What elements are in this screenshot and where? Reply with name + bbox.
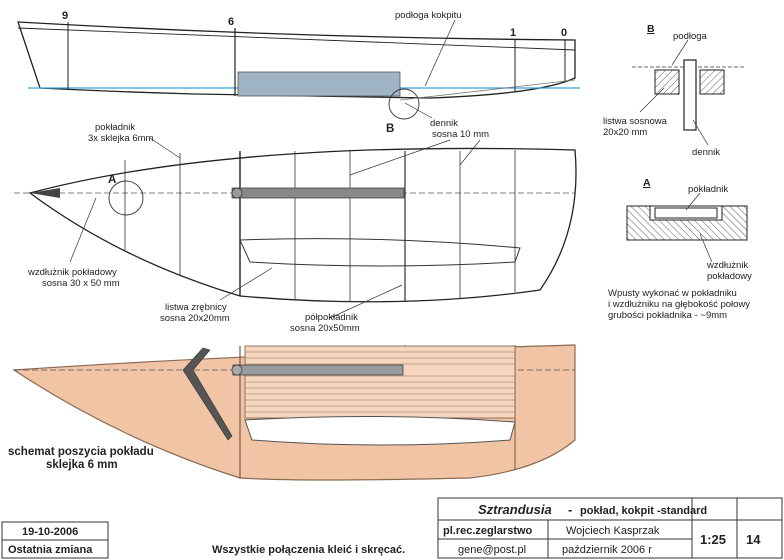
author-name: Wojciech Kasprzak [566, 525, 660, 537]
plan-view: A pokładnik 3x sklejka 6mm dennik sosna … [14, 102, 577, 334]
plating-caption-1: schemat poszycia pokładu [8, 446, 154, 458]
cockpit-slats [244, 345, 516, 419]
main-title-box [437, 497, 783, 559]
cockpit-box [237, 71, 401, 97]
cockpit-opening [244, 415, 516, 446]
label-detail-b: B [386, 123, 394, 135]
plating-view: schemat poszycia pokładu sklejka 6 mm [8, 344, 576, 481]
bow-cap [30, 188, 60, 198]
detail-a-note-1: Wpusty wykonać w pokładniku [608, 288, 737, 299]
change-date: 19-10-2006 [22, 526, 78, 538]
detail-a-label-deck-beam: pokładnik [688, 184, 728, 195]
detail-b: B podłoga listwa sosnowa 20x20 mm dennik [603, 23, 745, 158]
detail-a-note-3: grubości pokładnika - ~9mm [608, 310, 727, 321]
detail-b-label-floor: podłoga [673, 31, 708, 42]
label-deck-beam-1: pokładnik [95, 122, 135, 133]
label-stringer-2: sosna 30 x 50 mm [42, 278, 120, 289]
leader-batten-b [639, 87, 665, 113]
change-label: Ostatnia zmiana [8, 544, 93, 556]
scale-value: 1:25 [700, 532, 726, 547]
detail-b-floor-beam [683, 59, 697, 131]
frame-number-1: 1 [510, 27, 516, 39]
plating-caption-2: sklejka 6 mm [46, 459, 118, 471]
plating-mast-tabernacle [232, 364, 404, 376]
sheer-line [17, 27, 576, 51]
label-detail-a: A [108, 174, 116, 186]
detail-b-label-batten-2: 20x20 mm [603, 127, 647, 138]
joint-note: Wszystkie połączenia kleić i skręcać. [212, 544, 405, 556]
plating-mast-step [231, 364, 243, 376]
leader-floor-beam-plan-2 [349, 139, 451, 176]
hull-profile [17, 21, 576, 99]
leader-stringer [69, 197, 97, 263]
date-made: październik 2006 r [562, 544, 652, 556]
sheet-title: pokład, kokpit -standard [580, 505, 707, 517]
label-clamp-2: sosna 20x20mm [160, 313, 230, 324]
forehatch-chevron [182, 347, 233, 441]
label-stringer-1: wzdłużnik pokładowy [27, 267, 117, 278]
detail-b-label-floor-beam: dennik [692, 147, 720, 158]
leader-clamp [219, 267, 273, 301]
detail-a-label-stringer-2: pokładowy [707, 271, 752, 282]
detail-b-label-batten-1: listwa sosnowa [603, 116, 668, 127]
leader-floor-beam-plan [459, 139, 481, 166]
profile-view: 9 6 1 0 podłoga kokpitu B [17, 10, 580, 135]
title-dash: - [568, 502, 572, 517]
mast-step [231, 187, 243, 199]
sheet-number: 14 [746, 532, 761, 547]
leader-floor [424, 19, 456, 87]
frame-number-6: 6 [228, 16, 234, 28]
leader-deck-beam-a [685, 192, 701, 211]
leader-half-beam [329, 284, 403, 319]
title-block: 19-10-2006 Ostatnia zmiana Wszystkie poł… [1, 497, 783, 559]
detail-b-batten-left [654, 69, 680, 95]
floor-line [399, 79, 576, 101]
label-cockpit-floor: podłoga kokpitu [395, 10, 462, 21]
frame-number-0: 0 [561, 27, 567, 39]
author-email: gene@post.pl [458, 544, 526, 556]
leader-floor-beam [404, 102, 433, 119]
detail-a: A pokładnik wzdłużnik pokładowy Wpusty w… [608, 177, 752, 321]
label-clamp-1: listwa zrębnicy [165, 302, 227, 313]
leader-floor-b [671, 39, 689, 66]
project-name: Sztrandusia [478, 502, 552, 517]
mast-tabernacle [231, 187, 405, 199]
detail-a-deck-beam [654, 207, 718, 219]
label-half-beam-2: sosna 20x50mm [290, 323, 360, 334]
label-floor-beam-1: dennik [430, 118, 458, 129]
detail-b-batten-right [699, 69, 725, 95]
leader-stringer-a [699, 233, 713, 263]
forum-name: pl.rec.zeglarstwo [443, 525, 533, 537]
detail-a-note-2: i wzdłużniku na głębokość połowy [608, 299, 750, 310]
detail-a-label-stringer-1: wzdłużnik [706, 260, 748, 271]
detail-a-title: A [643, 177, 651, 189]
leader-deck-beam [149, 137, 181, 159]
cockpit-coaming [239, 238, 521, 267]
label-deck-beam-2: 3x sklejka 6mm [88, 133, 154, 144]
deck-outline-plan [28, 147, 577, 303]
frame-number-9: 9 [62, 10, 68, 22]
detail-b-title: B [647, 23, 655, 35]
detail-b-marker [388, 88, 420, 120]
label-floor-beam-2: sosna 10 mm [432, 129, 489, 140]
leader-floor-beam-b [692, 119, 709, 146]
detail-a-marker [108, 180, 144, 216]
label-half-beam-1: półpokładnik [305, 312, 358, 323]
